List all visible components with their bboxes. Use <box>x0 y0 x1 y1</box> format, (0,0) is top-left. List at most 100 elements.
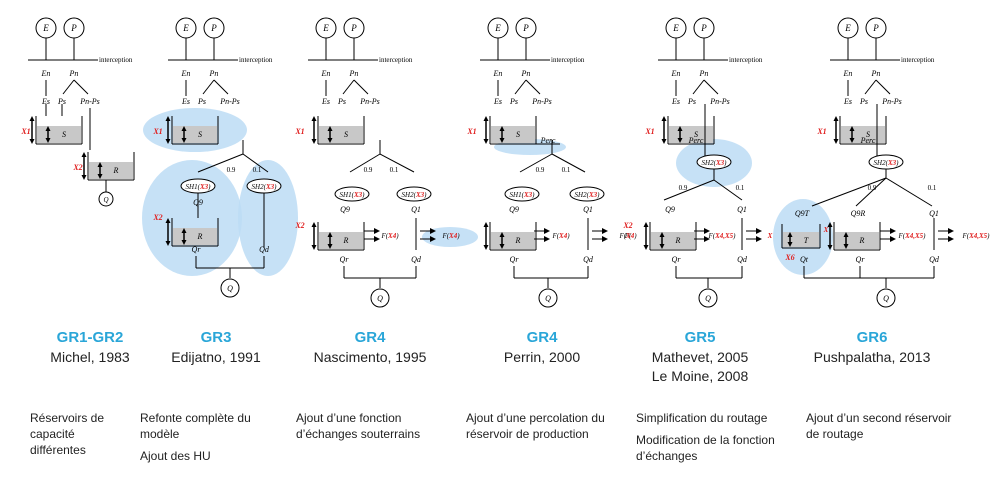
level-arrow-head <box>677 138 683 143</box>
discharge-circle <box>220 278 240 298</box>
exchange-highlight <box>422 227 478 247</box>
net-evaporation-label: En <box>41 69 51 78</box>
exchange-label: F(X4) <box>551 232 570 240</box>
net-evaporation-label: En <box>493 69 503 78</box>
level-arrow-head <box>181 228 187 233</box>
exchange-arrow-head <box>544 236 550 242</box>
discharge-label: Q <box>705 294 711 303</box>
model-reference-2: Le Moine, 2008 <box>651 368 749 384</box>
ps-label: Ps <box>687 97 696 106</box>
label-part: F( <box>707 232 715 240</box>
model-name: GR1-GR2 <box>56 329 124 346</box>
label-part: ) <box>456 232 460 240</box>
level-arrow-head <box>97 174 103 179</box>
model-description-gr3: Refonte complète du modèle Ajout des HU <box>140 410 280 470</box>
x1-parameter: X1 <box>152 127 162 136</box>
model-description-gr6: Ajout d’un second réservoir de routage <box>806 410 966 448</box>
uh2-node-label: SH2(X3) <box>402 191 428 199</box>
description-line: Refonte complète du modèle <box>140 411 251 441</box>
level-arrow-head <box>499 244 505 249</box>
pn-branch-right <box>353 79 369 95</box>
split-branch <box>855 177 887 207</box>
label-part: X4 <box>448 232 458 240</box>
label-part: ) <box>732 232 736 240</box>
level-arrow-head <box>327 232 333 237</box>
uh2-node-label: SH2(X3) <box>874 159 900 167</box>
net-evaporation-label: En <box>671 69 681 78</box>
model-reference: Michel, 1983 <box>50 349 130 365</box>
level-arrow-head <box>45 126 51 131</box>
label-part: ) <box>531 191 535 199</box>
routing-store-water <box>491 232 535 249</box>
pn-ps-label: Pn-Ps <box>79 97 100 106</box>
qt-label: Qt <box>800 255 809 264</box>
label-part: ) <box>566 232 570 240</box>
split-09-label: 0.9 <box>536 166 545 174</box>
uh1-highlight <box>142 160 242 276</box>
percolation-label: Perc <box>860 136 876 145</box>
model-label-gr5: GR5 Mathevet, 2005 Le Moine, 2008 <box>620 328 780 386</box>
model-reference: Nascimento, 1995 <box>313 349 427 365</box>
percolation-label: Perc <box>540 136 556 145</box>
pn-branch-left <box>864 79 877 95</box>
uh1-node-label: SH1(X3) <box>510 191 536 199</box>
label-part: SH2( <box>252 183 267 191</box>
exchange-arrow-head <box>756 228 762 234</box>
model-name: GR4 <box>354 329 386 346</box>
label-part: X4,X5 <box>968 232 988 240</box>
description-line: Ajout d’un second réservoir de routage <box>806 411 952 441</box>
label-part: ) <box>922 232 926 240</box>
qd-label: Qd <box>929 255 940 264</box>
uh1-node <box>334 186 370 202</box>
capacity-arrow-head <box>483 222 489 227</box>
split-09-label: 0.9 <box>868 184 877 192</box>
x1-capacity-arrow-head <box>311 116 317 121</box>
routing-store-water <box>173 228 217 245</box>
production-store-label: S <box>866 130 870 139</box>
x1-capacity-arrow-head <box>29 116 35 121</box>
exponential-store-label: T <box>804 236 809 245</box>
exchange-label: F( <box>624 232 632 240</box>
discharge-label: Q <box>227 284 233 293</box>
x1-capacity-arrow-head <box>483 139 489 144</box>
interception-label: interception <box>379 56 413 64</box>
level-arrow-head <box>677 126 683 131</box>
interception-label: interception <box>551 56 585 64</box>
qr-label: Qr <box>340 255 350 264</box>
exchange-arrow-head <box>890 236 896 242</box>
es-label: Es <box>181 97 190 106</box>
model-reference: Edijatno, 1991 <box>171 349 261 365</box>
label-part: X4 <box>625 232 635 240</box>
precipitation-label: P <box>872 23 879 33</box>
exchange-arrow-head <box>430 228 436 234</box>
model-description-gr4-perrin: Ajout d’une percolation du réservoir de … <box>466 410 616 448</box>
q1-label: Q1 <box>411 205 421 214</box>
routing-store-label: R <box>197 232 203 241</box>
label-part: ) <box>723 159 727 167</box>
precipitation-label: P <box>70 23 77 33</box>
exchange-arrow-head <box>430 236 436 242</box>
exchange-arrow-head <box>948 236 954 242</box>
description-line: Ajout d’une percolation du réservoir de … <box>466 411 605 441</box>
label-part: X3 <box>353 191 363 199</box>
precipitation-label: P <box>350 23 357 33</box>
exchange-arrow-head <box>374 236 380 242</box>
exchange-arrow-head <box>948 228 954 234</box>
evaporation-label: E <box>42 23 49 33</box>
uh1-node <box>504 186 540 202</box>
uh2-node-label: SH2(X3) <box>575 191 601 199</box>
net-evaporation-label: En <box>843 69 853 78</box>
pn-branch-left <box>202 79 215 95</box>
qd-label: Qd <box>411 255 422 264</box>
x1-parameter: X1 <box>20 127 30 136</box>
label-part: ) <box>361 191 365 199</box>
production-store-water <box>173 126 217 143</box>
x1-parameter: X1 <box>816 127 826 136</box>
description-line-2: Ajout des HU <box>140 449 211 463</box>
evaporation-label: E <box>844 23 851 33</box>
label-part: SH1( <box>186 183 201 191</box>
pn-branch-left <box>692 79 705 95</box>
qr-label: Qr <box>856 255 866 264</box>
capacity-arrow-head <box>81 152 87 157</box>
discharge-circle <box>876 288 896 308</box>
